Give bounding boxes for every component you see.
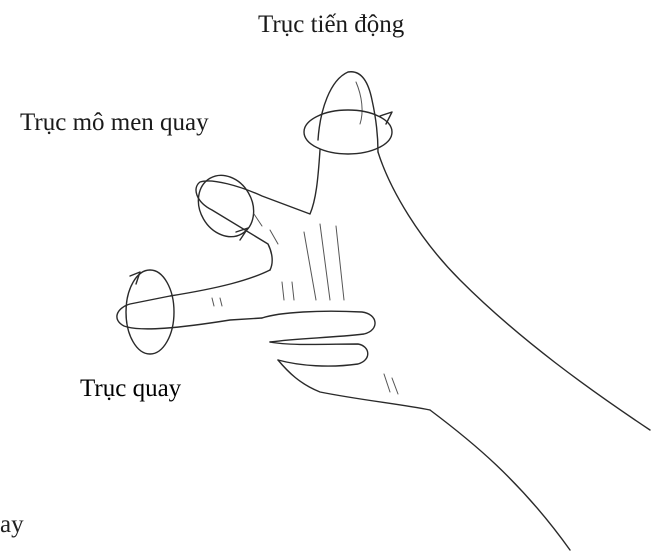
palm-lower-outline — [278, 360, 430, 410]
middle-crease-2 — [220, 298, 222, 306]
index-crease-1 — [254, 214, 262, 226]
wrist-outline — [430, 410, 570, 550]
middle-crease-1 — [212, 298, 214, 306]
tendon-1 — [304, 232, 316, 300]
middle-rotation-ring — [126, 270, 174, 354]
knuckle-line-2 — [292, 282, 294, 300]
wrist-mark-2 — [392, 378, 398, 394]
index-crease-2 — [270, 230, 278, 244]
translation-axis-label: Trục tiến động — [258, 12, 404, 37]
knuckle-line-1 — [282, 282, 284, 300]
clipped-label-fragment: ay — [0, 512, 24, 537]
moment-axis-label: Trục mô men quay — [20, 110, 209, 135]
wrist-mark-1 — [384, 374, 390, 392]
little-finger-outline — [270, 342, 368, 366]
index-finger-outline — [196, 150, 320, 270]
tendon-3 — [336, 226, 344, 300]
tendon-2 — [320, 224, 330, 300]
thumb-rotation-ring — [304, 110, 392, 154]
rotation-axis-label: Trục quay — [80, 376, 181, 401]
middle-finger-outline — [117, 270, 270, 329]
thumb-nail — [356, 82, 362, 124]
ring-finger-outline — [262, 311, 375, 342]
hand-back-outline — [378, 152, 650, 430]
